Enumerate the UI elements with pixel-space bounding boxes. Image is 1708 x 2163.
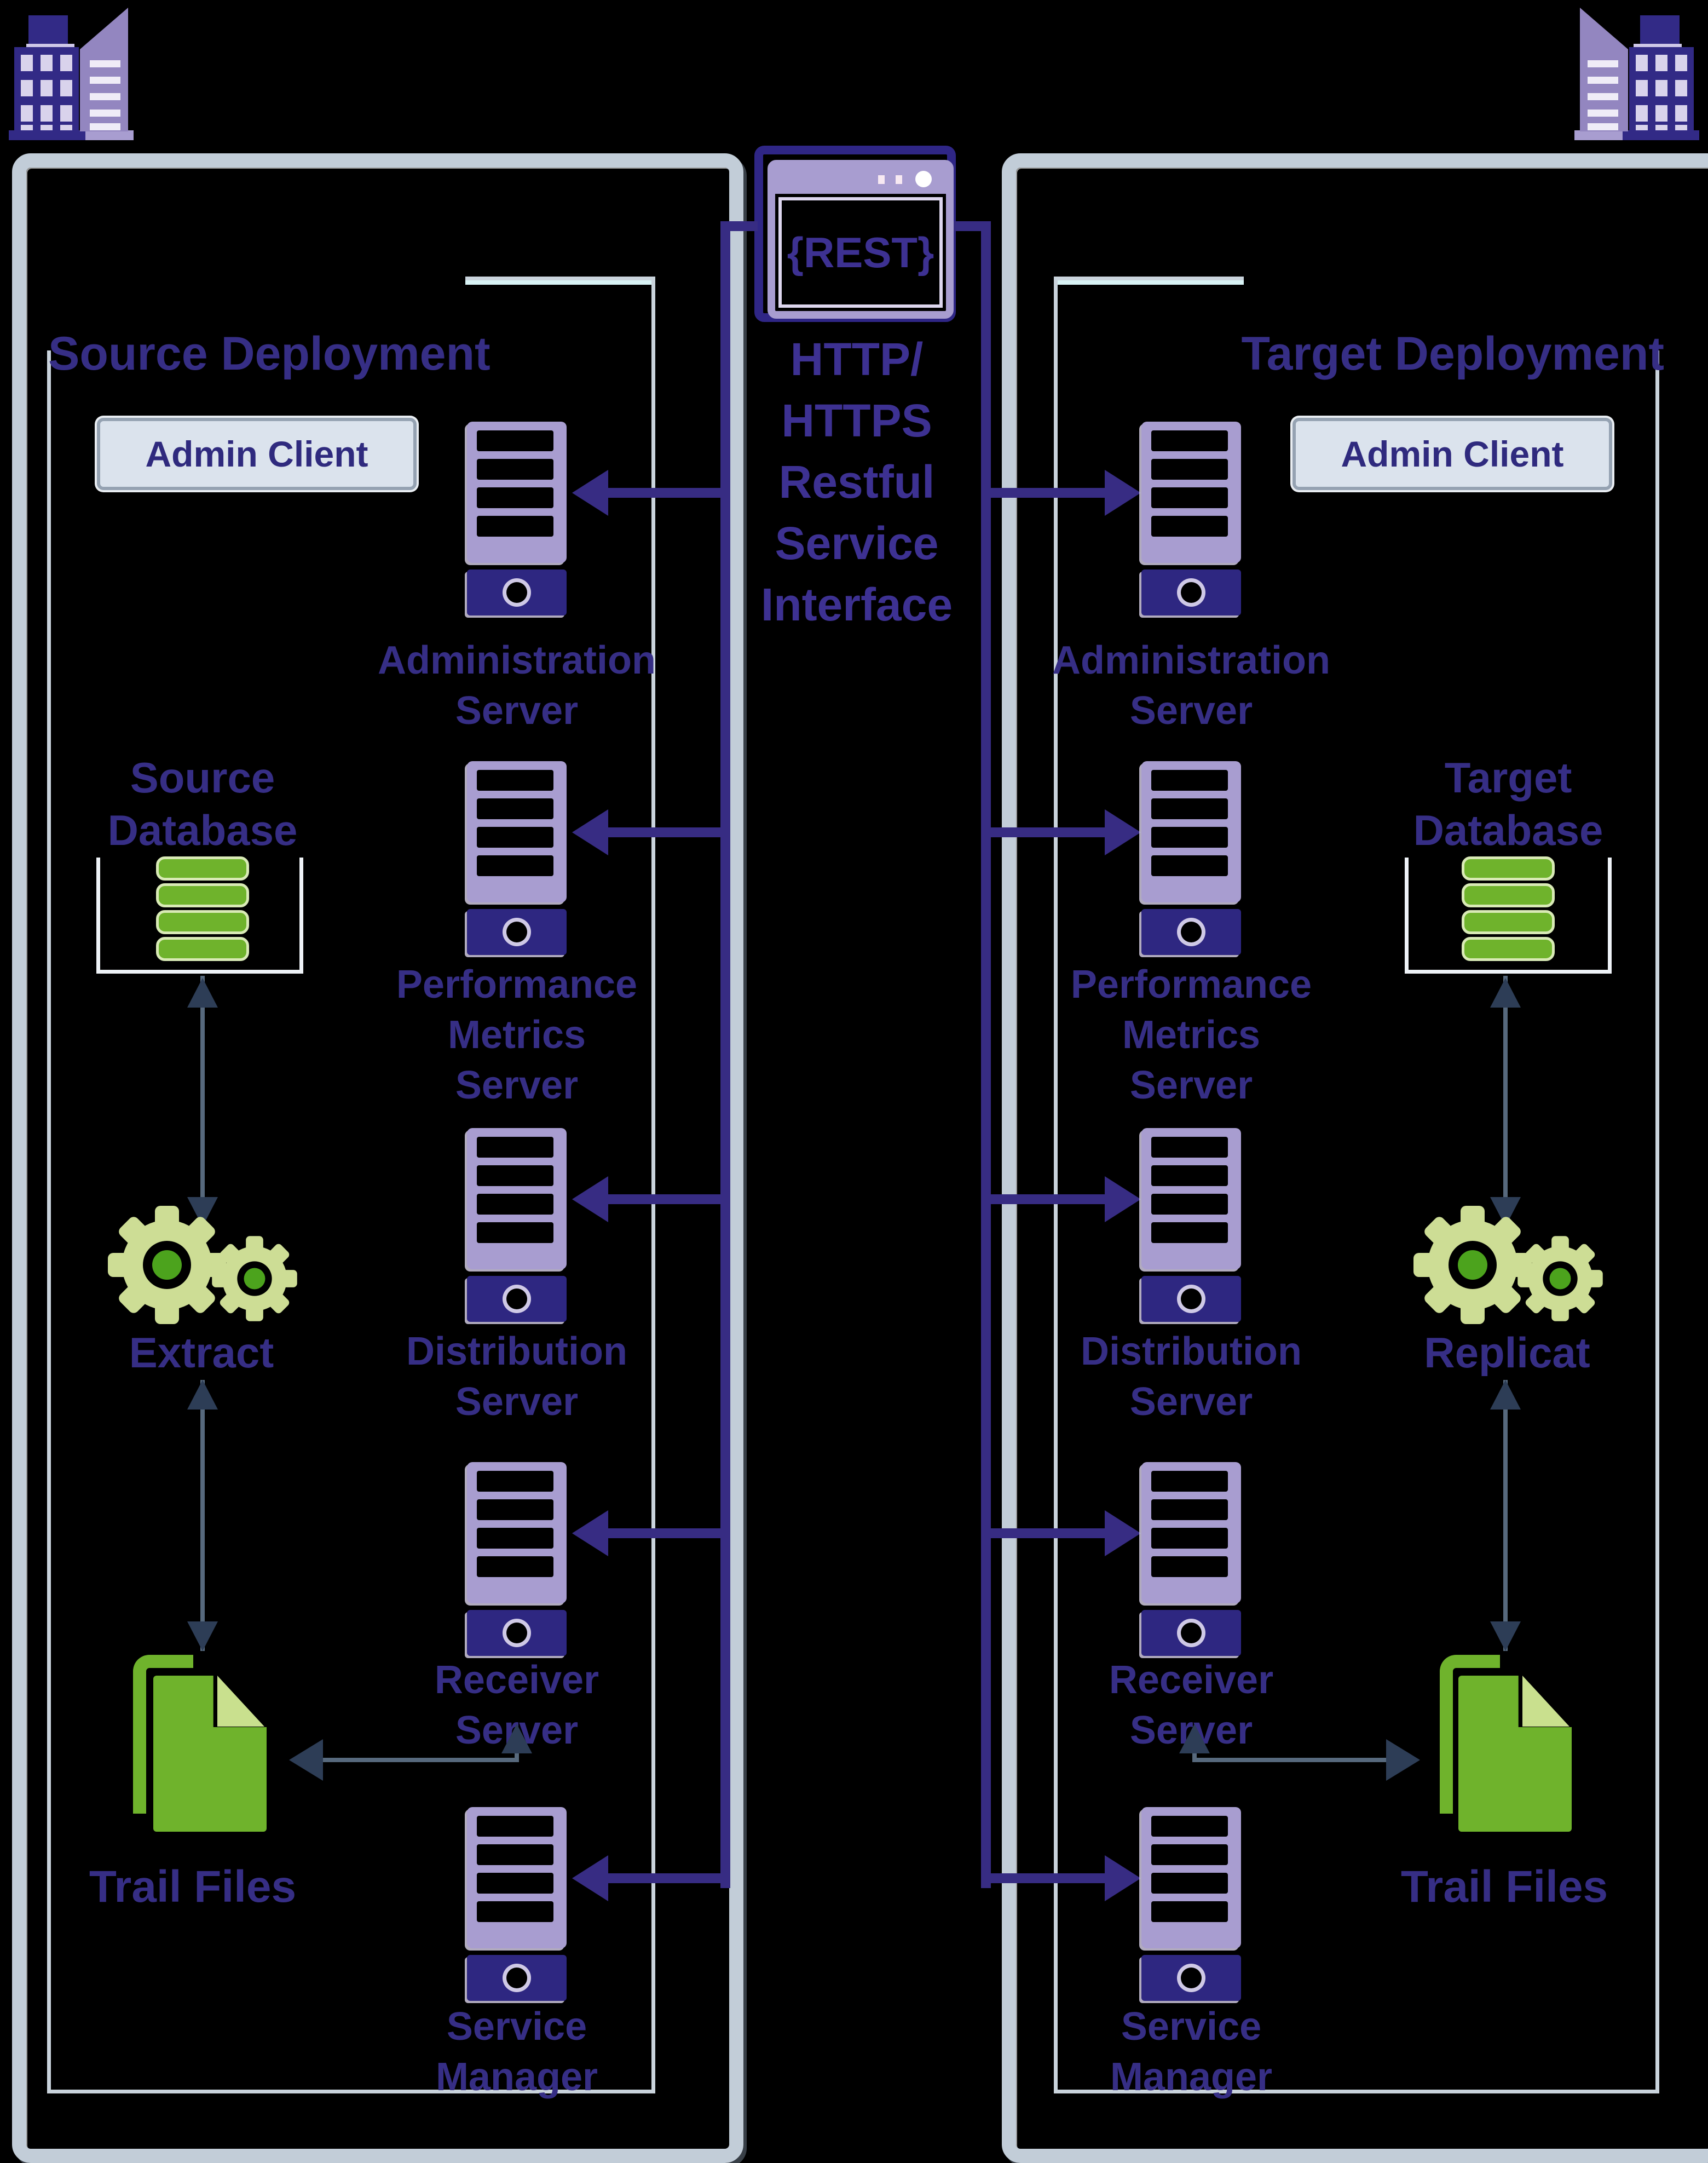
rest-window-titlebar: [775, 168, 946, 194]
building-icon: [9, 8, 134, 140]
server-icon: [467, 422, 567, 615]
arrow-up-icon: [1179, 1724, 1210, 1753]
receiver-trail-line: [1197, 1758, 1387, 1762]
target-inner-frame-top: [1054, 277, 1244, 280]
source-trail-files-label: Trail Files: [89, 1862, 297, 1912]
target-deployment-title: Target Deployment: [1241, 327, 1664, 380]
rest-right-channel: [981, 221, 991, 1888]
target-admin-client-button: Admin Client: [1292, 418, 1612, 490]
rest-arrow-line: [608, 1528, 730, 1538]
target-distribution-server-label: Distribution Server: [1081, 1330, 1302, 1424]
source-distribution-server-label: Distribution Server: [406, 1330, 627, 1424]
receiver-trail-line: [323, 1758, 519, 1762]
rest-arrow-line: [981, 1873, 1106, 1883]
arrow-right-icon: [1105, 1510, 1141, 1556]
building-icon: [1574, 8, 1699, 140]
target-performance-metrics-server-label: Performance Metrics Server: [1070, 963, 1312, 1107]
db-replicat-line: [1503, 976, 1508, 1227]
target-inner-frame-top-accent: [1054, 280, 1244, 285]
rest-arrow-line: [608, 1873, 730, 1883]
source-receiver-server-label: Receiver Server: [434, 1658, 599, 1752]
source-administration-server-label: Administration Server: [377, 638, 656, 733]
window-circle-icon: [915, 171, 932, 187]
arrow-up-icon: [1490, 1380, 1521, 1410]
server-icon: [467, 761, 567, 955]
document-back-icon: [133, 1655, 193, 1814]
target-inner-frame-left: [1054, 277, 1058, 2093]
receiver-trail-stub: [515, 1751, 519, 1762]
rest-arrow-line: [608, 827, 730, 837]
document-back-icon: [1440, 1655, 1500, 1814]
arrow-up-icon: [187, 978, 218, 1008]
browser-window-icon: {REST}: [768, 160, 954, 319]
server-icon: [1141, 1462, 1241, 1656]
database-bracket: [1405, 858, 1612, 974]
target-inner-frame-right: [1655, 350, 1659, 2093]
window-dot-icon: [896, 175, 902, 184]
arrow-right-icon: [1386, 1739, 1420, 1781]
rest-caption: HTTP/ HTTPS Restful Service Interface: [760, 333, 953, 630]
server-icon: [1141, 1128, 1241, 1322]
rest-window-content: {REST}: [778, 197, 943, 308]
server-icon: [1141, 422, 1241, 615]
arrow-right-icon: [1105, 1176, 1141, 1222]
arrow-left-icon: [572, 1855, 608, 1901]
rest-arrow-line: [608, 488, 730, 498]
rest-arrow-line: [981, 827, 1106, 837]
source-deployment-box: [12, 153, 743, 2163]
server-icon: [1141, 1807, 1241, 2001]
database-bracket: [96, 858, 303, 974]
arrow-up-icon: [187, 1380, 218, 1410]
source-inner-frame-left: [47, 350, 51, 2093]
source-inner-frame-top: [465, 277, 655, 280]
db-extract-line: [200, 976, 205, 1227]
gears-icon: [108, 1206, 297, 1324]
server-icon: [467, 1807, 567, 2001]
server-icon: [467, 1462, 567, 1656]
target-service-manager-label: Service Manager: [1110, 2005, 1273, 2099]
target-administration-server-label: Administration Server: [1052, 638, 1330, 733]
arrow-left-icon: [572, 470, 608, 516]
source-inner-frame-right: [651, 277, 655, 2092]
source-service-manager-label: Service Manager: [435, 2005, 598, 2099]
source-database-label: Source Database: [107, 753, 298, 854]
source-admin-client-button: Admin Client: [97, 418, 417, 490]
rest-arrow-line: [981, 1528, 1106, 1538]
target-process-label: Replicat: [1424, 1328, 1590, 1377]
server-icon: [467, 1128, 567, 1322]
arrow-left-icon: [572, 1510, 608, 1556]
rest-arrow-line: [608, 1194, 730, 1204]
arrow-up-icon: [501, 1724, 532, 1753]
target-receiver-server-label: Receiver Server: [1109, 1658, 1274, 1752]
source-inner-frame-bottom: [47, 2090, 655, 2093]
arrow-right-icon: [1105, 470, 1141, 516]
arrow-left-icon: [572, 1176, 608, 1222]
source-process-label: Extract: [129, 1328, 274, 1377]
rest-left-channel: [720, 221, 730, 1888]
source-inner-frame-top-accent: [465, 280, 655, 285]
server-icon: [1141, 761, 1241, 955]
source-deployment-title: Source Deployment: [48, 327, 491, 380]
rest-arrow-line: [981, 488, 1106, 498]
target-database-label: Target Database: [1413, 753, 1603, 854]
arrow-right-icon: [1105, 809, 1141, 855]
arrow-left-icon: [289, 1739, 323, 1781]
gears-icon: [1413, 1206, 1603, 1324]
source-performance-metrics-server-label: Performance Metrics Server: [396, 963, 638, 1107]
extract-trail-line: [200, 1380, 205, 1651]
target-trail-files-label: Trail Files: [1400, 1862, 1608, 1912]
arrow-down-icon: [1490, 1621, 1521, 1651]
target-inner-frame-bottom: [1054, 2090, 1659, 2093]
arrow-right-icon: [1105, 1855, 1141, 1901]
arrow-left-icon: [572, 809, 608, 855]
rest-badge: {REST}: [787, 228, 934, 277]
rest-arrow-line: [981, 1194, 1106, 1204]
receiver-trail-stub: [1192, 1751, 1197, 1762]
arrow-up-icon: [1490, 978, 1521, 1008]
arrow-down-icon: [187, 1621, 218, 1651]
replicat-trail-line: [1503, 1380, 1508, 1651]
window-dot-icon: [878, 175, 885, 184]
